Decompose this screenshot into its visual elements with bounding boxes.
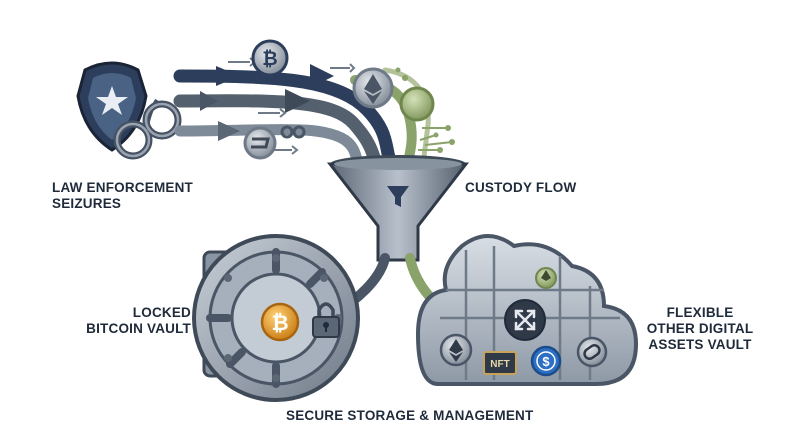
svg-text:$: $ — [542, 354, 550, 369]
expand-arrows-icon — [504, 299, 546, 341]
token-coin-icon — [576, 336, 608, 368]
ethereum-icon-cloud — [439, 333, 473, 367]
custody-flow-label: CUSTODY FLOW — [465, 180, 577, 195]
padlock-icon — [312, 302, 340, 338]
green-coin — [399, 86, 435, 122]
filter-icon — [387, 186, 409, 207]
dollar-coin-icon: $ — [530, 345, 562, 377]
flexible-vault-label: FLEXIBLE OTHER DIGITAL ASSETS VAULT — [646, 305, 754, 352]
svg-text:₿: ₿ — [271, 311, 288, 335]
bitcoin-coin-top: ₿ — [251, 39, 289, 77]
secure-storage-label: SECURE STORAGE & MANAGEMENT — [286, 408, 534, 423]
funnel-icon — [326, 155, 470, 262]
ethereum-icon-cloud-top — [535, 267, 557, 289]
flow-arrowheads — [200, 64, 334, 141]
rings — [280, 125, 306, 139]
law-enforcement-label: LAW ENFORCEMENT SEIZURES — [52, 180, 193, 211]
dash-coin-icon — [243, 126, 277, 160]
ethereum-icon — [352, 67, 394, 109]
bitcoin-coin-vault: ₿ — [260, 302, 300, 342]
locked-vault-label: LOCKED BITCOIN VAULT — [86, 305, 191, 336]
svg-text:₿: ₿ — [262, 48, 277, 70]
police-badge-icon — [76, 61, 148, 152]
svg-text:NFT: NFT — [490, 359, 509, 370]
nft-badge: NFT — [483, 351, 517, 375]
